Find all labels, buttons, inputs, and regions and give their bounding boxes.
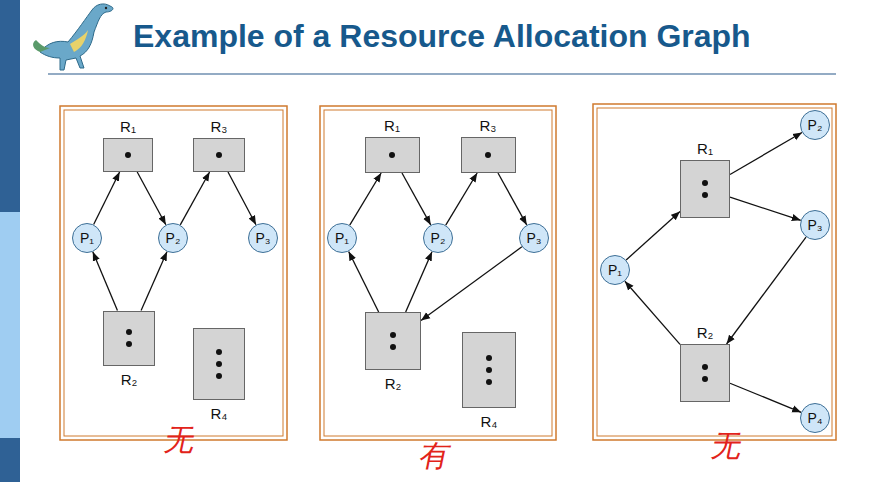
process-label: P₁ xyxy=(608,262,622,278)
process-label: P₂ xyxy=(808,117,823,133)
instance-dot xyxy=(216,373,222,379)
instance-dot xyxy=(125,152,131,158)
instance-dot xyxy=(216,349,222,355)
assignment-edge xyxy=(228,172,256,225)
process-label: P₂ xyxy=(166,230,181,246)
assignment-edge xyxy=(730,133,802,175)
resource-label: R₂ xyxy=(697,324,714,341)
resource-label: R₁ xyxy=(697,140,713,157)
resource-label: R₄ xyxy=(481,413,498,430)
panel-frame xyxy=(60,104,836,440)
assignment-edge xyxy=(730,197,801,220)
process-label: P₄ xyxy=(807,410,822,426)
process-circle: P₃ xyxy=(248,223,278,253)
instance-dot xyxy=(126,341,132,347)
request-edge xyxy=(94,172,120,225)
process-circle: P₁ xyxy=(327,223,357,253)
process-label: P₃ xyxy=(526,230,541,246)
resource-box: R₂ xyxy=(103,311,155,366)
request-edge xyxy=(180,172,209,225)
resource-label: R₄ xyxy=(211,405,228,422)
resource-label: R₁ xyxy=(384,117,400,134)
process-label: P₃ xyxy=(807,217,822,233)
resource-box: R₃ xyxy=(193,138,245,172)
instance-dot xyxy=(216,361,222,367)
resource-box: R₂ xyxy=(365,312,421,370)
assignment-edge xyxy=(93,252,118,311)
resource-box: R₁ xyxy=(680,160,730,218)
title-rule xyxy=(48,73,836,75)
process-circle: P₃ xyxy=(800,210,830,240)
resource-label: R₃ xyxy=(211,118,228,135)
request-edge xyxy=(727,237,806,344)
process-circle: P₁ xyxy=(72,223,102,253)
instance-dot xyxy=(486,379,492,385)
sidebar-dark xyxy=(0,438,20,482)
instance-dot xyxy=(390,344,396,350)
process-circle: P₃ xyxy=(519,223,549,253)
process-circle: P₄ xyxy=(800,403,830,433)
request-edge xyxy=(446,173,477,225)
instance-dot xyxy=(389,152,395,158)
handwritten-note: 无 xyxy=(161,420,200,461)
instance-dot xyxy=(702,376,708,382)
resource-box: R₃ xyxy=(461,137,516,173)
process-circle: P₂ xyxy=(158,223,188,253)
sidebar-dark xyxy=(0,0,20,212)
request-edge xyxy=(421,247,522,321)
process-circle: P₂ xyxy=(800,110,830,140)
assignment-edge xyxy=(406,252,432,312)
resource-box: R₂ xyxy=(680,344,730,402)
dinosaur-logo xyxy=(33,4,113,70)
instance-dot xyxy=(702,180,708,186)
process-label: P₁ xyxy=(80,230,94,246)
resource-label: R₂ xyxy=(385,375,402,392)
process-circle: P₁ xyxy=(600,255,630,285)
instance-dot xyxy=(126,329,132,335)
instance-dot xyxy=(485,152,491,158)
sidebar-light xyxy=(0,212,20,438)
assignment-edge xyxy=(349,251,379,312)
resource-label: R₃ xyxy=(480,117,497,134)
process-label: P₃ xyxy=(255,230,270,246)
instance-dot xyxy=(702,364,708,370)
resource-box: R₁ xyxy=(103,138,153,172)
assignment-edge xyxy=(730,383,801,412)
instance-dot xyxy=(486,367,492,373)
assignment-edge xyxy=(498,173,527,225)
instance-dot xyxy=(390,332,396,338)
request-edge xyxy=(350,173,381,225)
slide-title: Example of a Resource Allocation Graph xyxy=(133,18,751,55)
resource-box: R₄ xyxy=(193,328,245,400)
handwritten-note: 有 xyxy=(416,436,455,477)
assignment-edge xyxy=(137,172,166,225)
assignment-edge xyxy=(625,281,680,344)
instance-dot xyxy=(702,192,708,198)
process-label: P₁ xyxy=(335,230,349,246)
resource-box: R₁ xyxy=(365,137,420,173)
assignment-edge xyxy=(402,173,431,225)
instance-dot xyxy=(486,355,492,361)
resource-label: R₁ xyxy=(120,118,136,135)
resource-label: R₂ xyxy=(121,371,138,388)
process-circle: P₂ xyxy=(423,223,453,253)
instance-dot xyxy=(216,152,222,158)
assignment-edge xyxy=(141,252,167,311)
handwritten-note: 无 xyxy=(708,426,747,467)
process-label: P₂ xyxy=(431,230,446,246)
request-edge xyxy=(626,212,680,260)
resource-box: R₄ xyxy=(462,332,516,408)
